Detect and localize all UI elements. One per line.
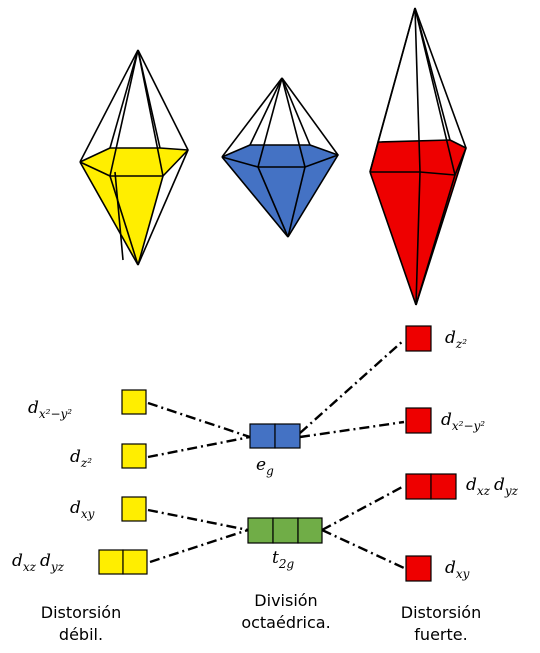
weak-caption-line1: Distorsión: [41, 603, 121, 622]
orbital-box: [249, 423, 276, 449]
connector-weak-dxy-to-t2g: [147, 508, 249, 532]
weak-bipyramid-lower-fill: [80, 148, 188, 265]
connector-weak-dz2-to-eg: [147, 435, 251, 459]
octahedral-caption-line1: División: [254, 591, 317, 610]
orbital-label: eg: [256, 455, 274, 478]
strong-caption-line1: Distorsión: [401, 603, 481, 622]
orbital-box: [121, 496, 147, 522]
octahedral-level-t2g: t2g: [247, 517, 323, 571]
connector-weak-dx2y2-to-eg: [147, 401, 251, 439]
weak-level-dz2: dz²: [70, 443, 147, 470]
weak-caption-line2: débil.: [59, 625, 103, 644]
orbital-box: [430, 473, 457, 500]
strong-distortion-bipyramid: [369, 7, 467, 306]
orbital-label: dz²: [445, 328, 467, 351]
connector-eg-to-strong-dx2y2: [299, 420, 405, 439]
octahedral-levels: eg t2g División octaédrica.: [241, 423, 331, 632]
orbital-label: dxy: [445, 558, 470, 581]
orbital-label: dx²−y²: [28, 398, 72, 421]
weak-level-dxy: dxy: [70, 496, 147, 522]
octahedral-caption-line2: octaédrica.: [241, 613, 330, 632]
orbital-box: [247, 517, 274, 544]
orbital-box: [121, 443, 147, 469]
orbital-box: [274, 423, 301, 449]
orbital-label: dz²: [70, 447, 92, 470]
orbital-box: [272, 517, 299, 544]
octahedral-bipyramid: [221, 77, 339, 238]
connector-eg-to-strong-dz2: [299, 339, 405, 434]
strong-level-dz2: dz²: [405, 325, 467, 352]
strong-level-dx2y2: dx²−y²: [405, 407, 485, 434]
octahedral-level-eg: eg: [249, 423, 301, 478]
orbital-box: [405, 325, 432, 352]
weak-level-dx2y2: dx²−y²: [28, 389, 147, 421]
orbital-label: dx²−y²: [441, 410, 485, 433]
strong-level-dxy: dxy: [405, 555, 470, 582]
weak-bipyramid-edges: [79, 49, 189, 266]
strong-caption-line2: fuerte.: [414, 625, 467, 644]
orbital-label: t2g: [272, 548, 294, 571]
connector-t2g-to-strong-dxzdyz: [321, 484, 405, 532]
connector-lines: [147, 339, 405, 570]
weak-distortion-bipyramid: [79, 49, 189, 266]
connector-weak-dxzdyz-to-t2g: [149, 528, 249, 564]
strong-bipyramid-edges: [369, 7, 467, 306]
orbital-box: [405, 407, 432, 434]
orbital-box: [297, 517, 323, 544]
octahedral-bipyramid-lower-fill: [222, 145, 338, 237]
orbital-box: [121, 389, 147, 415]
connector-t2g-to-strong-dxy: [321, 528, 405, 570]
orbital-box: [405, 473, 432, 500]
octahedral-bipyramid-edges: [221, 77, 339, 238]
orbital-box: [98, 549, 124, 575]
orbital-box: [122, 549, 148, 575]
orbital-label: dxy: [70, 498, 95, 521]
orbital-box: [405, 555, 432, 582]
